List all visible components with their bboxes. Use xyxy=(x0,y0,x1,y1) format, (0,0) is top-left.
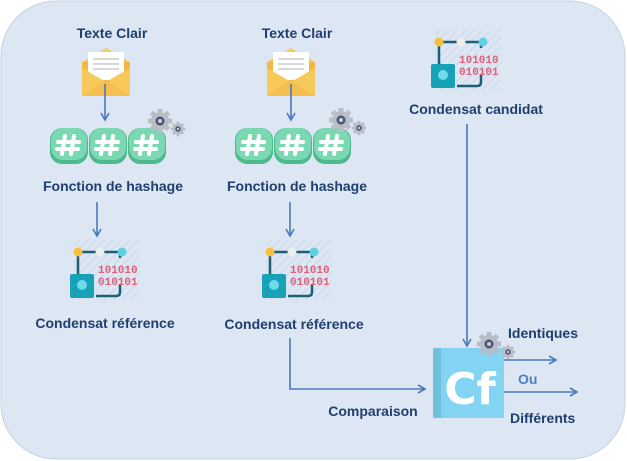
plain-text-label-1: Texte Clair xyxy=(77,25,148,41)
gear-icon xyxy=(148,109,172,133)
hash-icon xyxy=(48,126,90,166)
reference-digest-label-1: Condensat référence xyxy=(35,315,174,331)
digest-circuit-icon xyxy=(429,28,503,92)
gear-icon xyxy=(351,120,367,136)
hash-function-label-2: Fonction de hashage xyxy=(227,178,367,194)
hash-icon xyxy=(311,126,353,166)
comparison-label: Comparaison xyxy=(328,403,417,419)
hash-icon xyxy=(233,126,275,166)
hash-icon xyxy=(87,126,129,166)
digest-circuit-icon xyxy=(260,238,334,302)
reference-digest-label-2: Condensat référence xyxy=(224,316,363,332)
candidate-digest-label: Condensat candidat xyxy=(409,101,543,117)
compare-logo-text: Cf xyxy=(444,364,496,415)
different-label: Différents xyxy=(510,410,576,426)
gear-icon xyxy=(500,344,516,360)
hash-icon xyxy=(126,126,168,166)
gear-icon xyxy=(329,108,353,132)
hash-function-label-1: Fonction de hashage xyxy=(43,178,183,194)
arrow-to-comparison xyxy=(289,338,427,394)
digest-circuit-icon xyxy=(68,238,142,302)
gear-icon xyxy=(477,332,501,356)
plain-text-label-2: Texte Clair xyxy=(262,25,333,41)
or-label: Ou xyxy=(518,371,537,387)
identical-label: Identiques xyxy=(508,325,578,341)
hash-icon xyxy=(272,126,314,166)
compare-cf-icon: Cf xyxy=(433,348,504,418)
envelope-icon xyxy=(81,47,131,97)
gear-icon xyxy=(170,121,186,137)
